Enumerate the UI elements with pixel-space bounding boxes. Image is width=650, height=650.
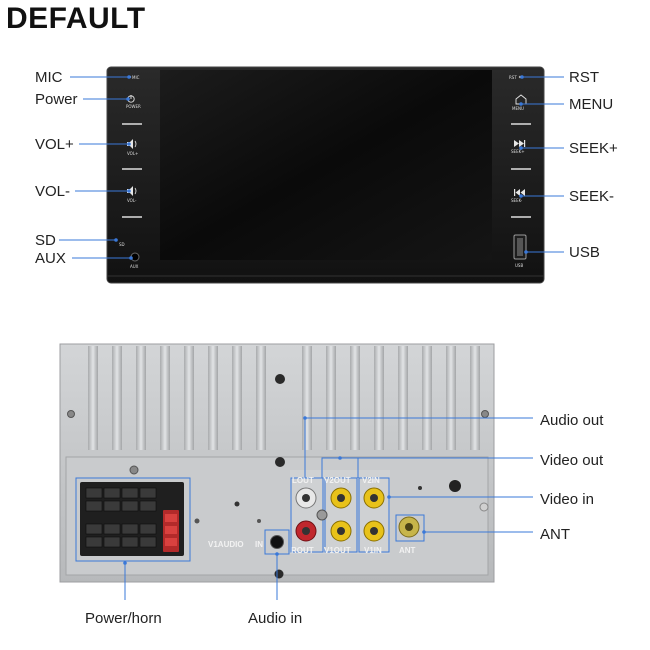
front-panel: MIC POWER VOL+ VOL- SD AUX R xyxy=(106,66,545,284)
svg-text:ANT: ANT xyxy=(399,546,416,555)
svg-text:AUX: AUX xyxy=(130,264,139,269)
svg-text:RST: RST xyxy=(509,75,517,80)
rear-leaders xyxy=(123,416,533,600)
vent-hole xyxy=(449,480,461,492)
usb-port[interactable]: USB xyxy=(513,234,527,268)
svg-text:V2IN: V2IN xyxy=(362,476,380,485)
svg-text:V1OUT: V1OUT xyxy=(324,546,351,555)
heatsink-fins xyxy=(88,346,480,450)
label-seek-up: SEEK+ xyxy=(569,140,618,157)
label-power-horn: Power/horn xyxy=(85,610,162,627)
label-aux: AUX xyxy=(35,250,66,267)
svg-text:IN: IN xyxy=(255,540,263,549)
svg-text:SEEK+: SEEK+ xyxy=(511,149,525,154)
svg-text:V2OUT: V2OUT xyxy=(324,476,351,485)
label-video-in: Video in xyxy=(540,491,594,508)
label-usb: USB xyxy=(569,244,600,261)
label-seek-down: SEEK- xyxy=(569,188,614,205)
label-power: Power xyxy=(35,91,78,108)
rca-v2in[interactable] xyxy=(363,487,385,509)
home-icon xyxy=(515,94,527,105)
screw-hole-bottom xyxy=(274,569,284,579)
svg-text:SD: SD xyxy=(119,242,125,247)
svg-text:V1IN: V1IN xyxy=(364,546,382,555)
svg-text:V1AUDIO: V1AUDIO xyxy=(208,540,244,549)
svg-text:USB: USB xyxy=(515,263,523,268)
svg-text:SEEK-: SEEK- xyxy=(511,198,523,203)
label-video-out: Video out xyxy=(540,452,604,469)
svg-text:MENU: MENU xyxy=(512,106,524,111)
label-vol-up: VOL+ xyxy=(35,136,74,153)
brand-title: DEFAULT xyxy=(6,2,146,35)
label-audio-out: Audio out xyxy=(540,412,604,429)
rca-v2out[interactable] xyxy=(330,487,352,509)
svg-text:POWER: POWER xyxy=(126,104,141,109)
menu-button[interactable]: MENU xyxy=(511,94,531,125)
svg-text:LOUT: LOUT xyxy=(292,476,314,485)
rca-v1in[interactable] xyxy=(363,520,385,542)
label-vol-down: VOL- xyxy=(35,183,70,200)
screw-hole-top xyxy=(275,374,285,384)
svg-text:ROUT: ROUT xyxy=(291,546,314,555)
iso-power-connector[interactable] xyxy=(75,477,191,562)
screw-hole-mid xyxy=(275,457,285,467)
label-rst: RST xyxy=(569,69,599,86)
label-audio-in: Audio in xyxy=(248,610,302,627)
rca-lout[interactable] xyxy=(295,487,317,509)
seek-down-button[interactable]: SEEK- xyxy=(511,189,531,218)
seek-up-button[interactable]: SEEK+ xyxy=(511,140,531,170)
display-screen xyxy=(160,70,492,260)
svg-text:MIC: MIC xyxy=(132,75,140,80)
antenna-port[interactable]: ANT xyxy=(395,514,425,555)
rca-rout[interactable] xyxy=(295,520,317,542)
rca-v1out[interactable] xyxy=(330,520,352,542)
label-sd: SD xyxy=(35,232,56,249)
svg-text:VOL+: VOL+ xyxy=(127,151,138,156)
front-leaders xyxy=(59,75,564,260)
svg-text:VOL-: VOL- xyxy=(127,198,137,203)
label-ant: ANT xyxy=(540,526,570,543)
label-mic: MIC xyxy=(35,69,63,86)
sd-slot[interactable]: SD xyxy=(119,242,125,247)
label-menu: MENU xyxy=(569,96,613,113)
rca-block: LOUT V2OUT V2IN ROUT V1OUT V1IN xyxy=(290,470,390,555)
